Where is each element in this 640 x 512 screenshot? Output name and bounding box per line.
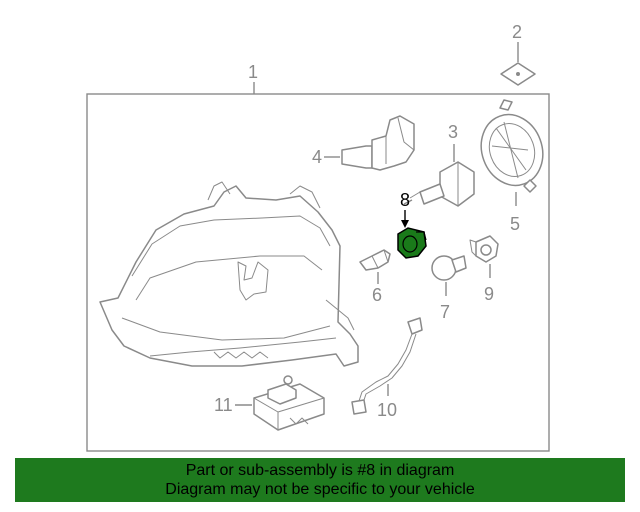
callout-6[interactable]: 6: [372, 285, 382, 305]
part-11-module[interactable]: [253, 375, 325, 431]
part-9-socket[interactable]: [469, 235, 499, 263]
banner-line-2: Diagram may not be specific to your vehi…: [165, 481, 475, 498]
callout-4[interactable]: 4: [312, 147, 322, 167]
callout-11[interactable]: 11: [214, 395, 233, 415]
headlamp-housing[interactable]: [99, 181, 359, 367]
leader-8-arrow: [401, 220, 409, 228]
callout-10[interactable]: 10: [377, 400, 397, 420]
banner-line-1: Part or sub-assembly is #8 in diagram: [185, 462, 455, 479]
callout-3[interactable]: 3: [448, 122, 458, 142]
part-8-grommet[interactable]: [397, 227, 427, 259]
part-2-clip[interactable]: [500, 62, 536, 86]
part-6-bulb[interactable]: [359, 249, 391, 271]
callout-9[interactable]: 9: [484, 284, 494, 304]
callout-1[interactable]: 1: [248, 62, 258, 82]
leader-3b: [403, 199, 413, 205]
assembly-frame: [86, 93, 550, 452]
callout-7[interactable]: 7: [440, 302, 450, 322]
info-banner: Part or sub-assembly is #8 in diagram Di…: [15, 458, 625, 502]
part-7-bulb[interactable]: [431, 255, 467, 281]
callout-5[interactable]: 5: [510, 214, 520, 234]
part-4-bulb[interactable]: [341, 115, 415, 171]
part-3-bulb[interactable]: [409, 161, 475, 207]
part-5-cap[interactable]: [471, 99, 552, 194]
part-10-harness[interactable]: [351, 317, 423, 415]
callout-2[interactable]: 2: [512, 22, 522, 42]
parts-diagram: 1 2 4 3: [86, 22, 552, 452]
callout-8[interactable]: 8: [400, 190, 410, 210]
